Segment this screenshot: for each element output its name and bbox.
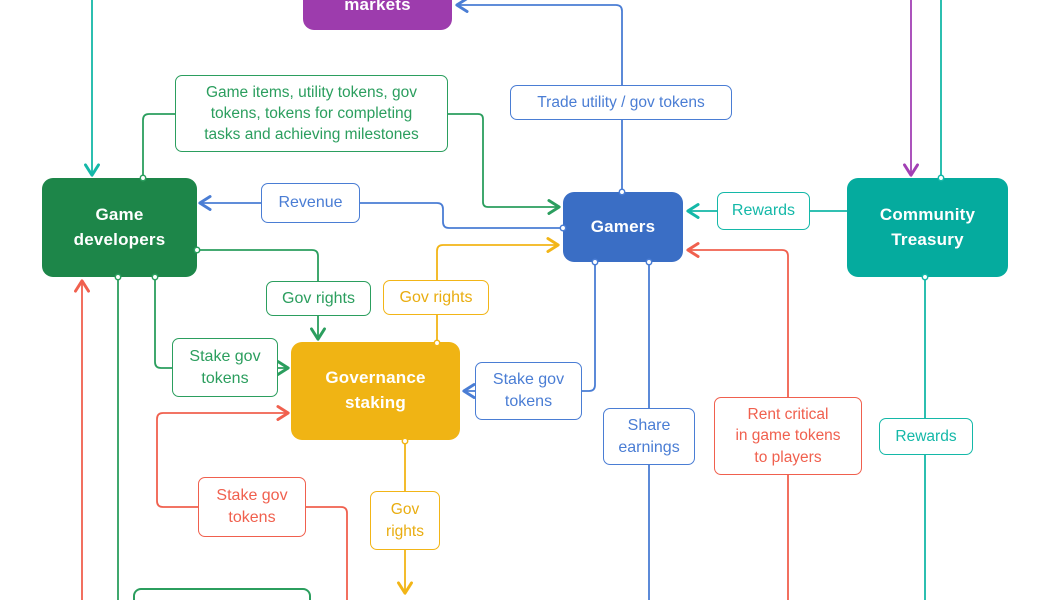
edge-label-line: Stake gov — [216, 487, 288, 505]
node-game-developers: Game developers — [42, 178, 197, 277]
edge-label-line: Gov — [390, 501, 420, 519]
edge-label-line: Game items, utility tokens, gov — [205, 83, 418, 101]
edge-label-game-items: Game items, utility tokens, gov tokens, … — [175, 75, 448, 152]
edge-label-line: Revenue — [278, 194, 343, 212]
node-label-line: Governance — [325, 368, 426, 388]
edge-label-revenue: Revenue — [261, 183, 360, 223]
edge-label-stake-gov-tokens-blue: Stake gov tokens — [475, 362, 582, 420]
edge-gamers-revenue-to-developers — [198, 195, 564, 229]
node-bottom-partial — [133, 588, 311, 600]
node-label-line: Gamers — [590, 216, 656, 236]
node-label-line: Game — [95, 204, 144, 224]
edge-developers-govrights-to-staking — [196, 249, 326, 341]
edge-label-line: Rewards — [895, 427, 957, 445]
edge-bottom-stake-to-staking — [156, 405, 348, 600]
edge-staking-govrights-to-gamers — [436, 237, 560, 344]
node-gamers: Gamers — [563, 192, 683, 262]
edge-label-line: rights — [386, 522, 424, 540]
node-label-line: developers — [73, 229, 166, 249]
edge-developers-to-gameitems-label — [142, 113, 177, 179]
edge-label-line: Rewards — [731, 202, 796, 220]
edge-label-line: tokens — [201, 369, 249, 387]
node-community-treasury: Community Treasury — [847, 178, 1008, 277]
edge-label-line: tasks and achieving milestones — [204, 126, 419, 144]
edge-bottom-rent-to-gamers — [686, 242, 789, 600]
edge-label-gov-rights-green: Gov rights — [266, 281, 371, 316]
edge-gameitems-label-to-gamers — [446, 113, 561, 215]
node-label-line: Community — [879, 204, 976, 224]
edge-label-line: Rent critical — [747, 406, 829, 424]
edge-label-line: tokens — [504, 393, 553, 410]
edge-label-line: Share — [627, 416, 671, 434]
edge-label-share-earnings: Share earnings — [603, 408, 695, 465]
edge-label-gov-rights-gold: Gov rights — [383, 280, 489, 315]
edge-label-stake-gov-tokens-red: Stake gov tokens — [198, 477, 306, 537]
edge-label-rewards-left: Rewards — [717, 192, 810, 230]
node-governance-staking: Governance staking — [291, 342, 460, 440]
node-markets: markets — [303, 0, 452, 30]
edge-label-rent-in-game-tokens: Rent critical in game tokens to players — [714, 397, 862, 475]
edge-label-line: Gov rights — [282, 289, 355, 307]
edge-label-line: to players — [754, 448, 822, 466]
edge-label-line: tokens, tokens for completing — [210, 104, 413, 122]
edge-label-line: Stake gov — [189, 347, 261, 365]
edge-label-line: in game tokens — [735, 427, 841, 445]
node-markets-label: markets — [344, 0, 411, 15]
edge-gamers-stake-to-staking — [462, 261, 596, 399]
edge-label-rewards-right: Rewards — [879, 418, 973, 455]
edge-label-line: Trade utility / gov tokens — [537, 93, 705, 111]
node-label-line: Treasury — [891, 229, 964, 249]
edge-label-line: Stake gov — [492, 371, 565, 389]
edge-label-trade-utility-gov-tokens: Trade utility / gov tokens — [510, 85, 732, 120]
edge-developers-stake-to-staking — [154, 276, 290, 376]
edge-label-line: tokens — [228, 509, 276, 526]
edge-label-gov-rights-gold-bottom: Gov rights — [370, 491, 440, 550]
node-label-line: staking — [345, 393, 406, 412]
edge-label-line: Gov rights — [399, 288, 473, 306]
edge-label-stake-gov-tokens-green: Stake gov tokens — [172, 338, 278, 397]
edge-gamers-to-markets — [455, 0, 623, 193]
edge-label-line: earnings — [618, 438, 680, 456]
